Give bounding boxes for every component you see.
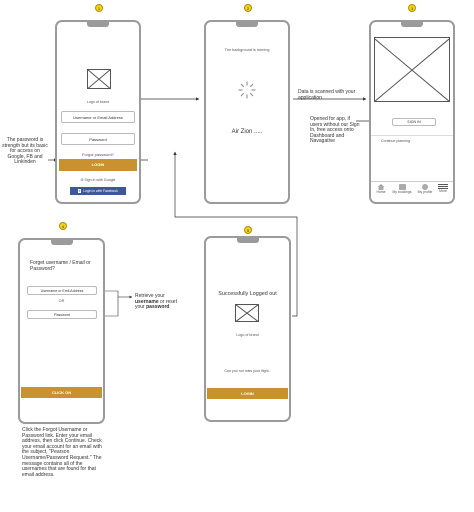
forgot-username-field[interactable]: Username or Emil Address <box>27 286 97 295</box>
step-badge-3: 3 <box>408 4 416 12</box>
phone-notch <box>401 22 423 27</box>
nav-bookings-label: My bookings <box>392 190 412 194</box>
login-button[interactable]: LOGIN <box>59 159 137 171</box>
phone-notch <box>236 22 258 27</box>
nav-home-label: Home <box>376 190 386 194</box>
forgot-password-field[interactable]: Password <box>27 310 97 319</box>
logo-caption: Logo of brand <box>86 100 110 104</box>
logged-out-message: Can you not miss your flight.. <box>224 369 271 373</box>
step-badge-4: 4 <box>59 222 67 230</box>
facebook-login-button[interactable]: f Login in with Facebook <box>70 187 126 195</box>
brand-logo-placeholder <box>87 69 111 89</box>
step-badge-2: 2 <box>244 4 252 12</box>
facebook-icon: f <box>78 189 82 193</box>
sign-in-button[interactable]: SIGN IN <box>392 118 436 126</box>
hero-image-placeholder <box>374 37 450 102</box>
logged-out-login-button[interactable]: LOGIN <box>207 388 288 399</box>
arrow-logout-to-login <box>173 151 298 317</box>
facebook-login-label: Login in with Facebook <box>83 189 118 193</box>
google-signin-label: Sign in with Google <box>84 178 116 182</box>
home-icon <box>377 184 385 190</box>
bookings-icon <box>398 184 406 190</box>
click-on-button[interactable]: CLICK ON <box>21 387 102 398</box>
loading-text: The background is running <box>224 48 270 52</box>
screen-login: Logo of brand Username or Email Address … <box>55 20 141 204</box>
brand-logo-placeholder <box>235 304 259 322</box>
hamburger-icon <box>438 184 448 190</box>
scan-note: Data is scanned with your application <box>298 89 356 101</box>
screen-logged-out: Successfully Logged out Logo of brand Ca… <box>204 236 291 422</box>
forgot-password-link[interactable]: Forgot password? <box>81 152 114 157</box>
google-icon: G <box>80 178 84 182</box>
retrieve-username: username <box>135 298 159 305</box>
retrieve-prefix: Retrieve your <box>135 293 165 299</box>
nav-more[interactable]: More <box>435 184 451 193</box>
password-note: The password is strength but its basic f… <box>2 137 48 166</box>
forgot-title: Forget username / Email or Password? <box>30 260 91 272</box>
google-signin-button[interactable]: G Sign in with Google <box>65 175 131 185</box>
loading-spinner-icon <box>238 81 256 99</box>
divider <box>371 135 453 136</box>
or-separator: OR <box>58 299 65 303</box>
step-badge-1: 1 <box>95 4 103 12</box>
nav-home[interactable]: Home <box>373 184 389 194</box>
screen-forgot: Forget username / Email or Password? Use… <box>18 238 105 424</box>
nav-divider <box>371 181 453 182</box>
nav-my-bookings[interactable]: My bookings <box>391 184 413 194</box>
password-field[interactable]: Password <box>61 133 135 145</box>
step-badge-5: 5 <box>244 226 252 234</box>
username-field[interactable]: Username or Email Address <box>61 111 135 123</box>
continue-planning-link[interactable]: Continue planning <box>381 139 410 143</box>
retrieve-note: Retrieve your username or reset your pas… <box>135 293 185 311</box>
logo-caption: Logo of brand <box>236 333 259 337</box>
forgot-instructions-note: Click the Forgot Username or Password li… <box>22 427 102 478</box>
phone-notch <box>50 240 73 245</box>
nav-profile-label: My profile <box>417 190 433 194</box>
logged-out-title: Successfully Logged out <box>218 291 277 297</box>
screen-dashboard: SIGN IN Continue planning Home My bookin… <box>369 20 455 204</box>
phone-notch <box>236 238 259 243</box>
retrieve-or: or reset your <box>135 298 177 311</box>
retrieve-password: password <box>146 304 170 311</box>
phone-notch <box>87 22 109 27</box>
opened-note: Opened for app, if users without our Sig… <box>310 116 360 145</box>
nav-more-label: More <box>439 189 447 194</box>
screen-loading: The background is running Air Zion ..... <box>204 20 290 204</box>
app-name: Air Zion ..... <box>231 129 263 135</box>
profile-icon <box>422 184 428 190</box>
retrieve-bracket <box>104 290 119 317</box>
nav-my-profile[interactable]: My profile <box>415 184 435 194</box>
